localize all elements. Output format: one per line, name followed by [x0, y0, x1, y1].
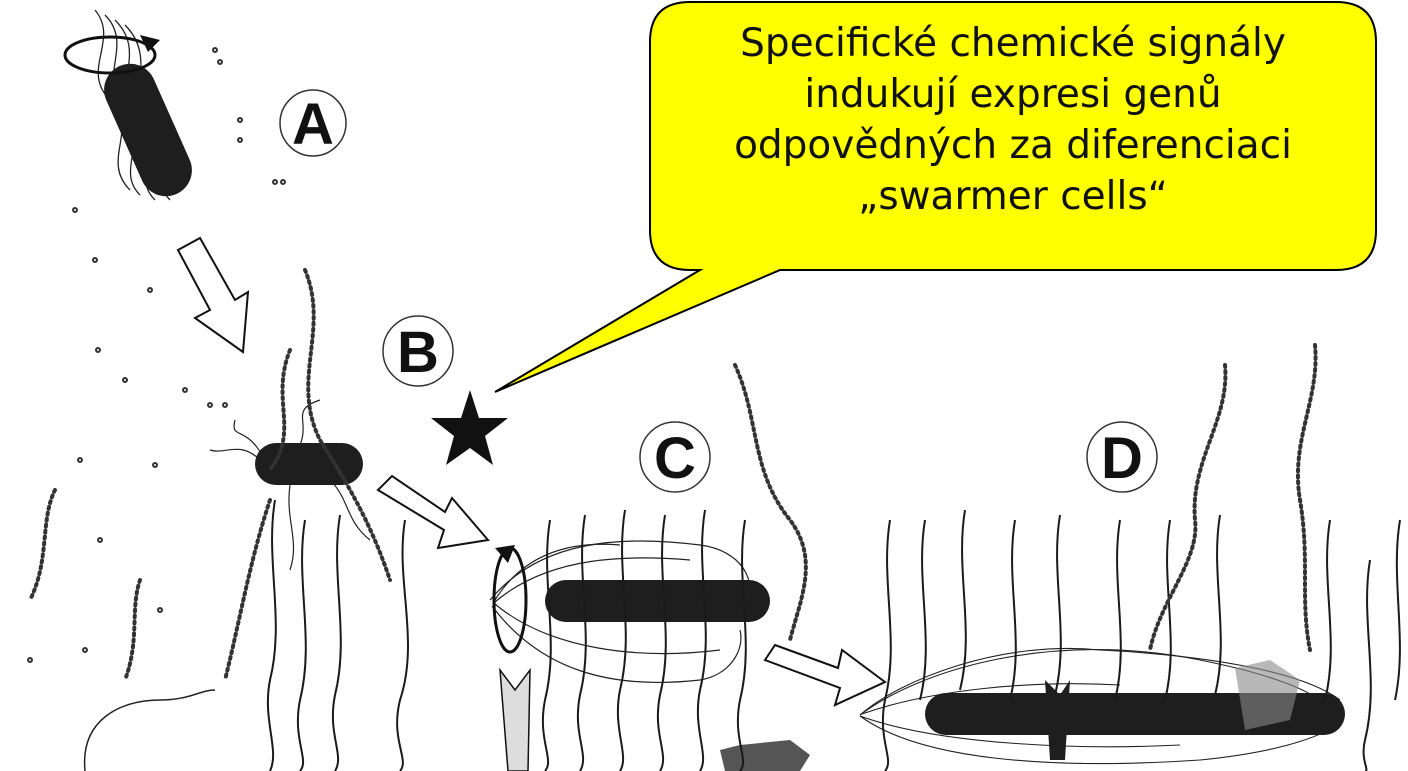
label-b: B [383, 316, 453, 386]
bacterium-c [490, 541, 770, 683]
callout-line-3: odpovědných za diferenciaci [650, 120, 1376, 171]
label-c: C [640, 422, 710, 492]
rotation-arrow-c [494, 548, 526, 652]
label-b-text: B [397, 320, 439, 385]
label-d-text: D [1101, 426, 1143, 491]
lectin-shape [500, 670, 530, 771]
septum-mark [1045, 680, 1070, 760]
bacterium-b-body [255, 443, 363, 485]
block-arrow-2 [378, 476, 488, 548]
bacterium-c-body [545, 580, 770, 622]
bacterium-a [65, 10, 200, 205]
star-icon [431, 390, 508, 465]
label-a-text: A [292, 92, 334, 157]
rotation-arrowhead-c [495, 545, 515, 563]
grey-particle-1 [720, 740, 810, 771]
callout-text: Specifické chemické signály indukují exp… [650, 18, 1376, 222]
rotation-arrow-icon [65, 37, 155, 73]
callout-line-4: „swarmer cells“ [650, 171, 1376, 222]
callout-line-1: Specifické chemické signály [650, 18, 1376, 69]
block-arrow-3 [765, 645, 885, 705]
callout-line-2: indukují expresi genů [650, 69, 1376, 120]
block-arrow-icon [178, 238, 248, 352]
host-cell-outline [85, 690, 215, 771]
label-a: A [280, 90, 346, 157]
bacterium-a-body [96, 55, 200, 204]
label-d: D [1087, 422, 1157, 492]
label-c-text: C [654, 426, 696, 491]
